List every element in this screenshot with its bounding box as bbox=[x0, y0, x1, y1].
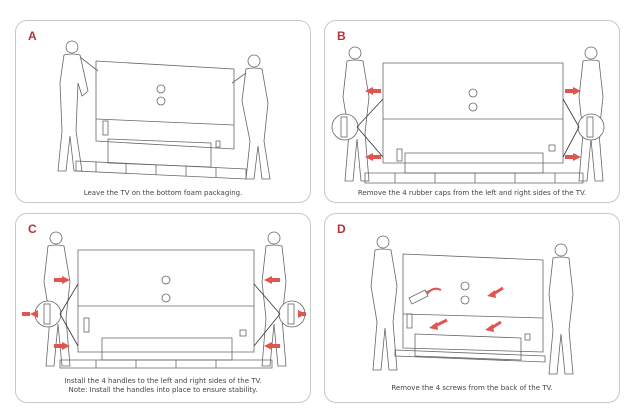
panel-c: C bbox=[15, 213, 311, 403]
tv-back-icon bbox=[77, 249, 255, 353]
illustration-b bbox=[331, 46, 605, 184]
panel-b: B bbox=[324, 20, 620, 203]
panel-d: D bbox=[324, 213, 620, 403]
caption-c: Install the 4 handles to the left and ri… bbox=[16, 377, 310, 395]
illustration-c bbox=[22, 231, 306, 369]
panel-a: A Le bbox=[15, 20, 311, 203]
person-right-icon bbox=[548, 243, 574, 375]
tv-back-icon bbox=[382, 62, 564, 164]
red-arrow-icon bbox=[426, 286, 504, 332]
step-letter: D bbox=[337, 222, 346, 236]
screwdriver-icon bbox=[408, 287, 438, 305]
handle-detail-icon bbox=[34, 300, 306, 328]
foam-packaging-icon bbox=[364, 172, 584, 184]
caption-line: Install the 4 handles to the left and ri… bbox=[64, 377, 262, 385]
caption-note: Note: Install the handles into place to … bbox=[68, 386, 258, 394]
tv-back-icon bbox=[402, 253, 544, 353]
caption-b: Remove the 4 rubber caps from the left a… bbox=[325, 189, 619, 198]
illustration-d bbox=[370, 235, 574, 375]
red-arrow-icon bbox=[22, 276, 306, 350]
person-left-icon bbox=[43, 231, 71, 367]
step-letter: B bbox=[337, 29, 346, 43]
person-right-icon bbox=[261, 231, 287, 367]
person-left-icon bbox=[57, 40, 99, 172]
caption-line: Remove the 4 rubber caps from the left a… bbox=[357, 189, 587, 197]
person-left-icon bbox=[342, 46, 370, 182]
person-right-icon bbox=[578, 46, 604, 182]
foam-packaging-icon bbox=[59, 359, 273, 369]
step-letter: C bbox=[28, 222, 37, 236]
red-arrow-icon bbox=[365, 87, 581, 161]
tv-back-icon bbox=[95, 60, 235, 150]
caption-line: Remove the 4 screws from the back of the… bbox=[391, 384, 553, 392]
caption-a: Leave the TV on the bottom foam packagin… bbox=[16, 189, 310, 198]
person-right-icon bbox=[231, 54, 271, 180]
caption-d: Remove the 4 screws from the back of the… bbox=[325, 384, 619, 393]
illustration-a bbox=[57, 40, 271, 180]
step-letter: A bbox=[28, 29, 37, 43]
foam-packaging-icon bbox=[75, 160, 247, 180]
caption-line: Leave the TV on the bottom foam packagin… bbox=[83, 189, 243, 197]
rubber-cap-detail-icon bbox=[331, 113, 605, 141]
person-left-icon bbox=[370, 235, 398, 371]
